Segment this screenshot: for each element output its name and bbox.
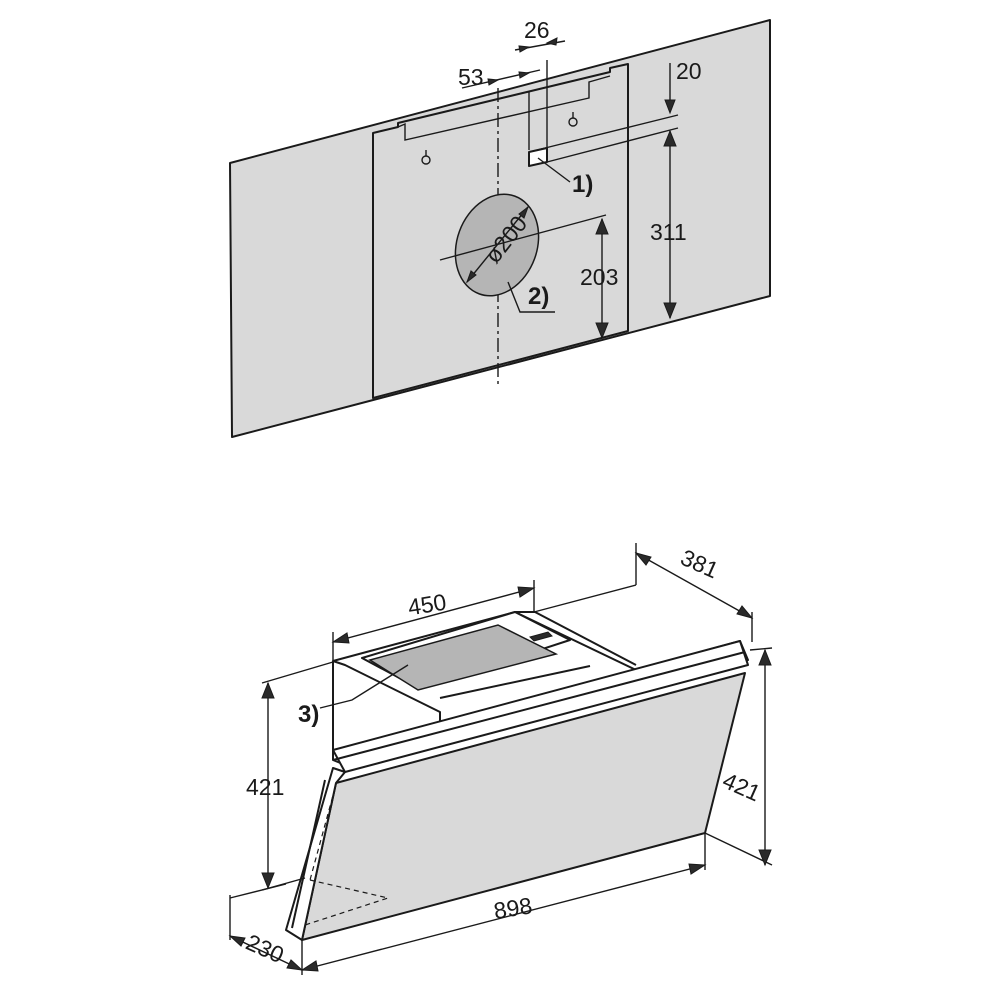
dim-203-label: 203 bbox=[580, 264, 618, 290]
dim-421-left-label: 421 bbox=[246, 774, 284, 800]
dim-381-label: 381 bbox=[677, 544, 723, 583]
dim-311-label: 311 bbox=[650, 219, 687, 245]
dim-203 bbox=[595, 217, 609, 340]
hidden-bottom-frame bbox=[304, 879, 391, 926]
dim-20-label: 20 bbox=[676, 58, 702, 84]
template-top-edge bbox=[397, 75, 611, 141]
side-inner-line bbox=[291, 779, 326, 929]
wall-mounting-view: 53 26 20 311 203 ø200 1) 2) bbox=[229, 17, 771, 438]
rim-line bbox=[332, 651, 746, 761]
dim-421-right bbox=[704, 647, 773, 867]
vent-slot bbox=[439, 665, 591, 699]
control-unit bbox=[529, 631, 553, 642]
dim-53 bbox=[461, 69, 541, 89]
dim-898-label: 898 bbox=[492, 892, 534, 924]
dim-230 bbox=[228, 883, 304, 971]
callout-1-label: 1) bbox=[572, 171, 593, 198]
keyhole-left-icon bbox=[421, 150, 431, 165]
hood-side-profile bbox=[285, 767, 346, 941]
dim-230-label: 230 bbox=[242, 929, 288, 968]
dim-450 bbox=[331, 580, 536, 662]
callout-2-leader bbox=[507, 281, 555, 313]
callout-2-label: 2) bbox=[528, 283, 549, 310]
dim-311 bbox=[663, 129, 677, 320]
callout-3-leader bbox=[319, 664, 409, 709]
dim-421-right-label: 421 bbox=[719, 767, 765, 806]
keyhole-right-icon bbox=[568, 112, 578, 127]
duct-opening bbox=[439, 193, 607, 297]
top-rail-left bbox=[332, 660, 441, 722]
dim-450-label: 450 bbox=[406, 589, 448, 621]
dim-53-label: 53 bbox=[458, 64, 484, 90]
dim-20 bbox=[664, 63, 676, 115]
dim-898 bbox=[300, 833, 707, 975]
hood-view: 450 381 421 421 898 230 3) bbox=[228, 543, 773, 975]
dim-26-label: 26 bbox=[524, 17, 550, 43]
grease-filter-panel bbox=[368, 624, 559, 691]
callout-1-leader bbox=[537, 157, 571, 183]
callout-3-label: 3) bbox=[298, 701, 319, 728]
dim-26 bbox=[514, 37, 566, 53]
dim-381 bbox=[533, 543, 754, 642]
